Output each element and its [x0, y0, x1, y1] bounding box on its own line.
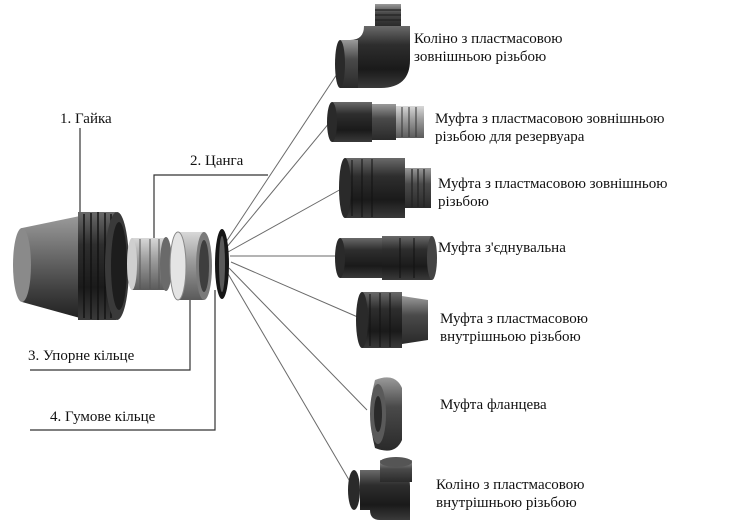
label-thrust-ring: 3. Упорне кільце — [28, 348, 135, 364]
nut-part — [13, 212, 129, 320]
elbow-female-part — [348, 457, 412, 520]
label-connector: Муфта з'єднувальна — [438, 240, 566, 256]
collet-part — [127, 237, 172, 291]
label-nut: 1. Гайка — [60, 111, 112, 127]
female-coupling-part — [356, 292, 428, 348]
rubber-ring-part — [215, 229, 229, 299]
male-coupling-part — [339, 158, 431, 218]
elbow-male-part — [335, 4, 410, 88]
leader-lines — [30, 128, 268, 431]
connector-coupling-part — [335, 236, 437, 280]
tank-coupling-part — [327, 102, 424, 142]
flange-part — [370, 377, 402, 451]
connector-lines — [223, 61, 368, 486]
label-rubber-ring: 4. Гумове кільце — [50, 409, 156, 425]
label-collet: 2. Цанга — [190, 153, 244, 169]
label-flange: Муфта фланцева — [440, 397, 547, 413]
thrust-ring-part — [169, 231, 212, 301]
